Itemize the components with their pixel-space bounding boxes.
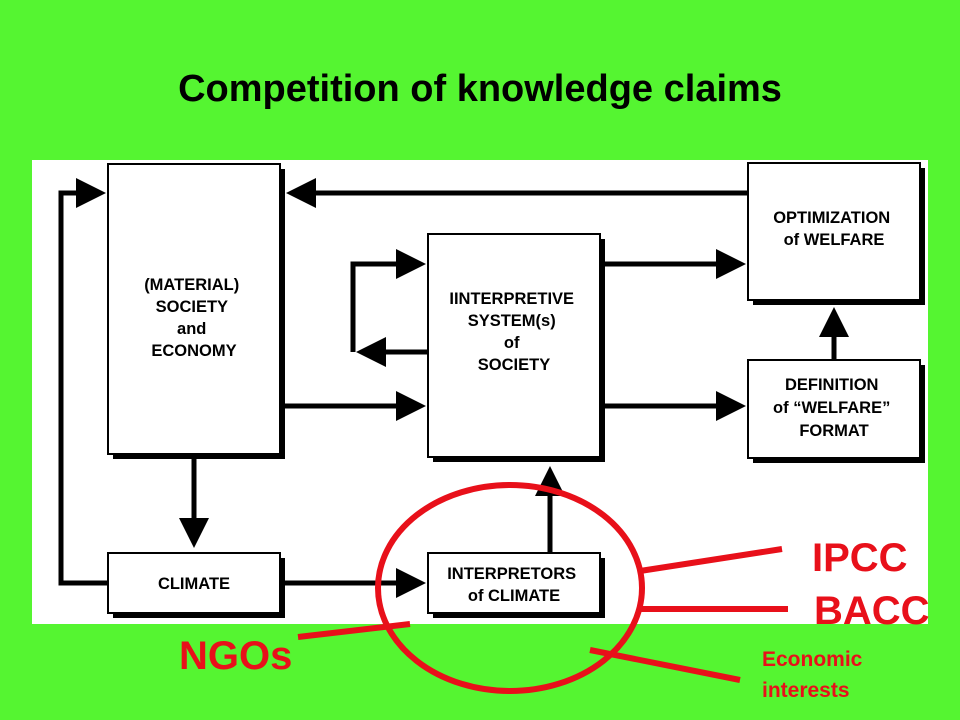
- interpreters-line-1: INTERPRETORS: [447, 565, 576, 583]
- definition-line-3: FORMAT: [799, 422, 868, 440]
- svg-text:CLIMATE: CLIMATE: [158, 575, 230, 593]
- line-ipcc: [639, 546, 783, 574]
- label-economic-line-2: interests: [762, 679, 850, 702]
- climate-line-1: CLIMATE: [158, 575, 230, 593]
- svg-text:INTERPRETORS of CLIMATE: INTERPRETORS of CLIMATE: [447, 565, 581, 605]
- label-ngos: NGOs: [179, 634, 292, 678]
- line-economic: [589, 647, 741, 683]
- box-material-society: (MATERIAL) SOCIETY and ECONOMY: [107, 163, 285, 459]
- line-ngos: [297, 621, 411, 640]
- box-interpretive-system: IINTERPRETIVE SYSTEM(s) of SOCIETY: [427, 233, 605, 462]
- svg-text:Economic interests: Economic interests: [762, 648, 868, 702]
- label-ipcc: IPCC: [812, 536, 908, 580]
- interpretive-line-3: of: [504, 334, 520, 352]
- interpretive-line-4: SOCIETY: [478, 356, 550, 374]
- society-line-2: SOCIETY: [156, 298, 228, 316]
- interpretive-line-2: SYSTEM(s): [468, 312, 556, 330]
- svg-text:IINTERPRETIVE SYSTEM(s): IINTERPRETIVE SYSTEM(s) of SOCIETY: [449, 290, 578, 374]
- box-climate: CLIMATE: [107, 552, 285, 618]
- label-bacc: BACC: [814, 589, 930, 633]
- arrow-climate-to-society: [58, 178, 108, 586]
- svg-text:OPTIMIZATION of WELFARE: OPTIMIZATION of WELFARE: [773, 209, 895, 249]
- interpreters-line-2: of CLIMATE: [468, 587, 560, 605]
- society-line-4: ECONOMY: [151, 342, 236, 360]
- label-economic-line-1: Economic: [762, 648, 863, 671]
- interpretive-line-1: IINTERPRETIVE: [449, 290, 574, 308]
- svg-text:(MATERIAL) SOCIETY: (MATERIAL) SOCIETY and ECONOMY: [144, 276, 244, 360]
- slide-title: Competition of knowledge claims: [178, 68, 782, 110]
- society-line-1: (MATERIAL): [144, 276, 239, 294]
- box-optimization-welfare: OPTIMIZATION of WELFARE: [747, 162, 925, 305]
- box-interpreters-climate: INTERPRETORS of CLIMATE: [427, 552, 605, 618]
- red-ellipse-interpreters: [375, 482, 645, 694]
- optimization-line-1: OPTIMIZATION: [773, 209, 890, 227]
- definition-line-2: of “WELFARE”: [773, 399, 890, 417]
- society-line-3: and: [177, 320, 206, 338]
- definition-line-1: DEFINITION: [785, 376, 879, 394]
- svg-text:DEFINITION of “WELFARE”: DEFINITION of “WELFARE” FORMAT: [773, 376, 895, 440]
- box-definition-welfare: DEFINITION of “WELFARE” FORMAT: [747, 359, 925, 463]
- arrow-interpretive-self-loop: [350, 249, 426, 352]
- optimization-line-2: of WELFARE: [784, 231, 885, 249]
